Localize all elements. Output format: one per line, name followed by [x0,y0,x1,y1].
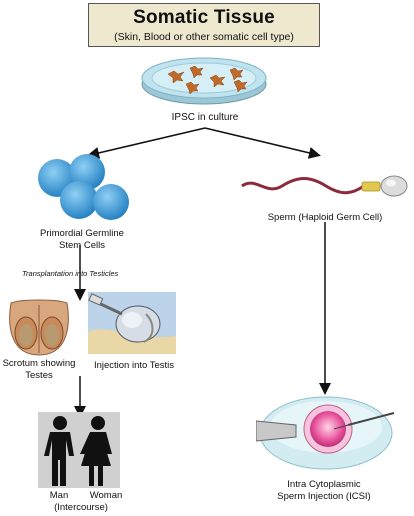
transplant-label: Transplantation into Testicles [22,269,119,278]
injection-label: Injection into Testis [93,360,175,371]
woman-label: Woman [89,490,123,501]
stem-cells-icon [38,154,129,220]
title-box: Somatic Tissue (Skin, Blood or other som… [88,3,320,47]
scrotum-label: Scrotum showing Testes [2,358,76,381]
ipsc-label: IPSC in culture [171,112,239,123]
sperm-icon [241,175,408,197]
sperm-label: Sperm (Haploid Germ Cell) [267,212,383,223]
intercourse-label: (Intercourse) [54,502,108,513]
petri-dish-icon [141,57,267,105]
diagram-title: Somatic Tissue [133,7,275,28]
diagram-subtitle: (Skin, Blood or other somatic cell type) [114,31,294,43]
arrow-to-stem-cells [87,127,206,159]
man-woman-icon [38,412,120,488]
icsi-icon [256,396,395,470]
stem-cells-label: Primordial Germline Stem Cells [40,228,124,251]
arrow-to-sperm [204,127,321,159]
man-label: Man [49,490,69,501]
scrotum-icon [9,299,69,356]
icsi-label: Intra Cytoplasmic Sperm Injection (ICSI) [277,479,371,502]
testis-injection-icon [88,292,176,354]
